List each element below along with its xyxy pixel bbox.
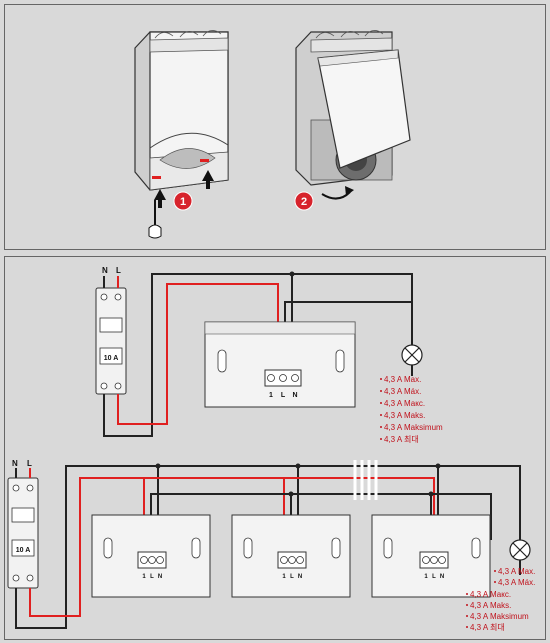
socket-box-d: 1 L N xyxy=(371,514,491,598)
socket-d-terminal-n: N xyxy=(440,574,444,580)
ratings-list-a: 4,3 A Max. 4,3 A Máx. 4,3 A Макс. 4,3 A … xyxy=(380,375,443,444)
rating-a-2: 4,3 A Máx. xyxy=(384,387,421,396)
socket-open-illustration xyxy=(295,30,411,186)
push-arrow-icon xyxy=(154,170,214,208)
socket-closed-illustration xyxy=(134,30,229,191)
lamp-b-icon xyxy=(509,539,531,561)
rating-b-5: 4,3 A Maksimum xyxy=(470,612,529,621)
breaker-a: N L 10 A xyxy=(95,266,127,395)
ratings-list-b: 4,3 A Max. 4,3 A Máx. 4,3 A Макс. 4,3 A … xyxy=(466,567,535,632)
rating-b-2: 4,3 A Máx. xyxy=(498,578,535,587)
rating-b-1: 4,3 A Max. xyxy=(498,567,535,576)
socket-d-terminal-l: L xyxy=(432,574,436,580)
socket-a-terminal-l: L xyxy=(281,392,286,399)
rating-a-1: 4,3 A Max. xyxy=(384,375,421,384)
socket-box-c: 1 L N xyxy=(231,514,351,598)
socket-a-terminal-n: N xyxy=(292,392,297,399)
junction-dots xyxy=(155,463,441,497)
socket-d-terminal-1: 1 xyxy=(424,574,428,580)
breaker-a-terminal-l: L xyxy=(116,266,121,275)
breaker-b-terminal-l: L xyxy=(27,459,32,468)
socket-a-terminal-1: 1 xyxy=(269,392,273,399)
socket-box-b: 1 L N xyxy=(91,514,211,598)
step-2-badge: 2 xyxy=(294,191,314,211)
rating-a-4: 4,3 A Maks. xyxy=(384,411,425,420)
rating-b-6: 4,3 A 최대 xyxy=(470,622,505,632)
lamp-a-icon xyxy=(401,344,423,366)
upper-live-wire xyxy=(117,276,279,425)
rating-b-4: 4,3 A Maks. xyxy=(470,601,511,610)
rating-b-3: 4,3 A Макс. xyxy=(470,590,511,599)
breaker-b-terminal-n: N xyxy=(12,459,18,468)
installation-steps-panel xyxy=(4,4,546,250)
socket-c-terminal-l: L xyxy=(290,574,294,580)
step-1-number: 1 xyxy=(180,196,186,208)
rating-a-3: 4,3 A Макс. xyxy=(384,399,425,408)
step-2-number: 2 xyxy=(301,196,307,208)
socket-b-terminal-n: N xyxy=(158,574,162,580)
rating-a-5: 4,3 A Maksimum xyxy=(384,423,443,432)
socket-b-terminal-1: 1 xyxy=(142,574,146,580)
breaker-b-rating: 10 A xyxy=(16,547,31,554)
breaker-a-terminal-n: N xyxy=(102,266,108,275)
socket-box-a: 1 L N xyxy=(204,321,356,408)
rating-a-6: 4,3 A 최대 xyxy=(384,434,419,444)
step-1-badge: 1 xyxy=(173,191,193,211)
screwdriver-icon xyxy=(148,200,162,239)
breaker-a-rating: 10 A xyxy=(104,355,119,362)
wire-break-marks xyxy=(353,460,378,500)
open-arrow-icon xyxy=(321,186,354,200)
breaker-b: N L 10 A xyxy=(7,459,39,589)
socket-b-terminal-l: L xyxy=(150,574,154,580)
socket-c-terminal-1: 1 xyxy=(282,574,286,580)
socket-c-terminal-n: N xyxy=(298,574,302,580)
